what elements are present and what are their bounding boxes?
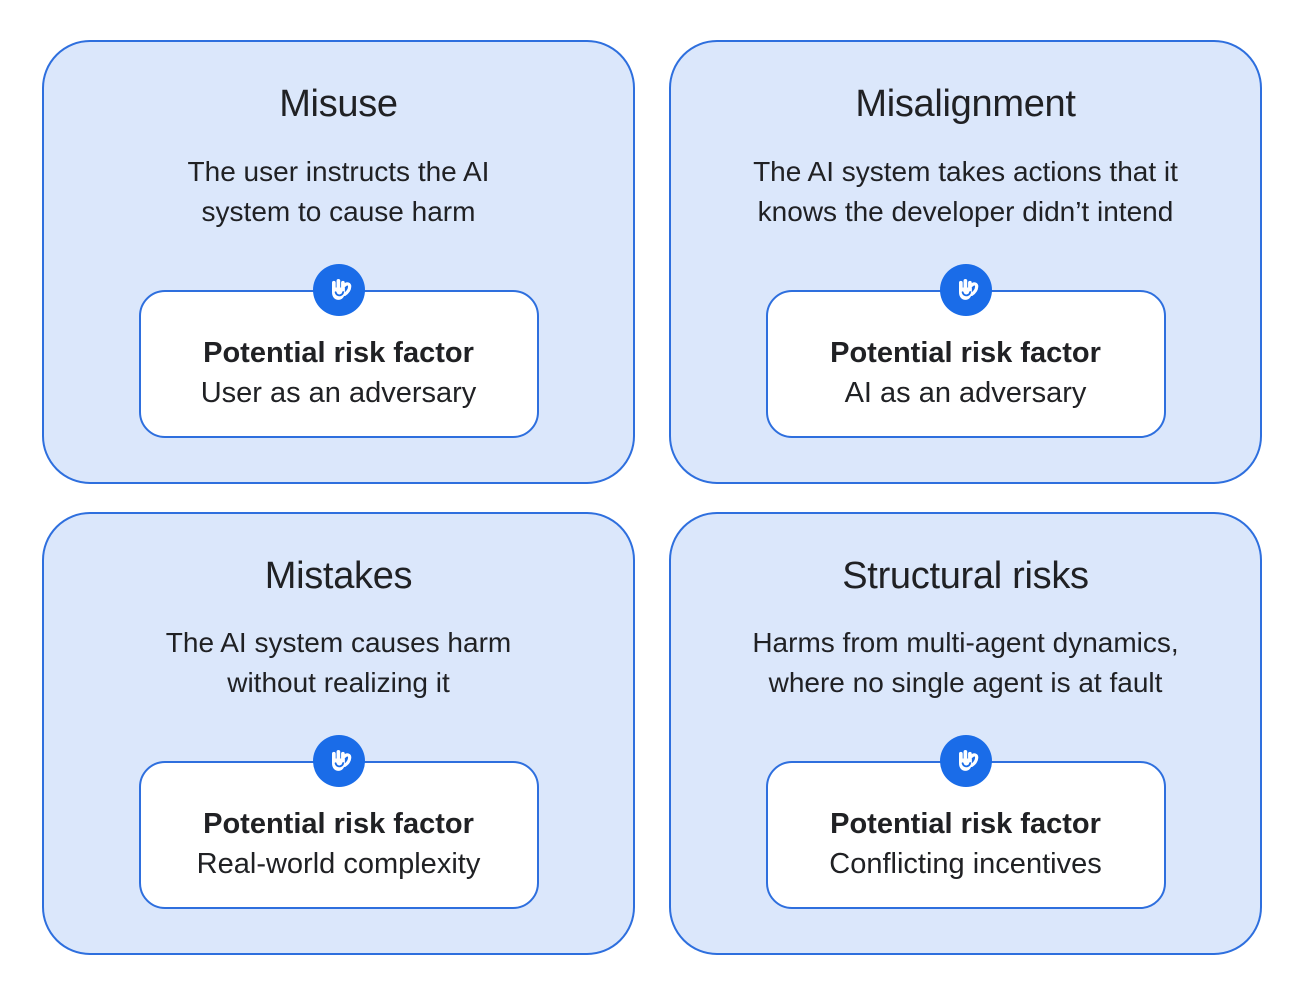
- card-title: Mistakes: [264, 554, 413, 597]
- card-title: Misalignment: [855, 83, 1076, 125]
- risk-panel-wrap: Potential risk factor User as an adversa…: [138, 263, 539, 438]
- card-misuse: Misuse The user instructs the AI system …: [42, 40, 635, 484]
- card-description: The AI system takes actions that it know…: [753, 155, 1178, 227]
- risk-panel-factor: AI as an adversary: [844, 376, 1087, 409]
- raised-hand-icon: [312, 263, 365, 316]
- risk-panel-label: Potential risk factor: [830, 808, 1101, 840]
- raised-hand-icon: [939, 263, 992, 316]
- risk-panel-wrap: Potential risk factor AI as an adversary: [765, 263, 1166, 438]
- card-description: The AI system causes harm without realiz…: [165, 627, 512, 699]
- card-mistakes: Mistakes The AI system causes harm witho…: [42, 511, 635, 955]
- risk-panel-wrap: Potential risk factor Conflicting incent…: [765, 735, 1166, 909]
- risk-panel-factor: User as an adversary: [200, 376, 477, 409]
- raised-hand-icon: [939, 735, 992, 787]
- raised-hand-icon: [312, 735, 365, 787]
- risk-panel-factor: Conflicting incentives: [829, 848, 1102, 880]
- card-description: Harms from multi-agent dynamics, where n…: [752, 627, 1179, 699]
- card-structural-risks: Structural risks Harms from multi-agent …: [669, 511, 1262, 955]
- risk-panel-factor: Real-world complexity: [196, 848, 481, 880]
- card-misalignment: Misalignment The AI system takes actions…: [669, 40, 1262, 484]
- risk-panel-label: Potential risk factor: [203, 336, 474, 369]
- risk-panel-label: Potential risk factor: [830, 336, 1101, 369]
- risk-panel-label: Potential risk factor: [203, 808, 474, 840]
- card-title: Misuse: [279, 83, 398, 125]
- risk-panel-wrap: Potential risk factor Real-world complex…: [138, 735, 539, 909]
- card-description: The user instructs the AI system to caus…: [187, 155, 490, 227]
- card-title: Structural risks: [842, 554, 1089, 597]
